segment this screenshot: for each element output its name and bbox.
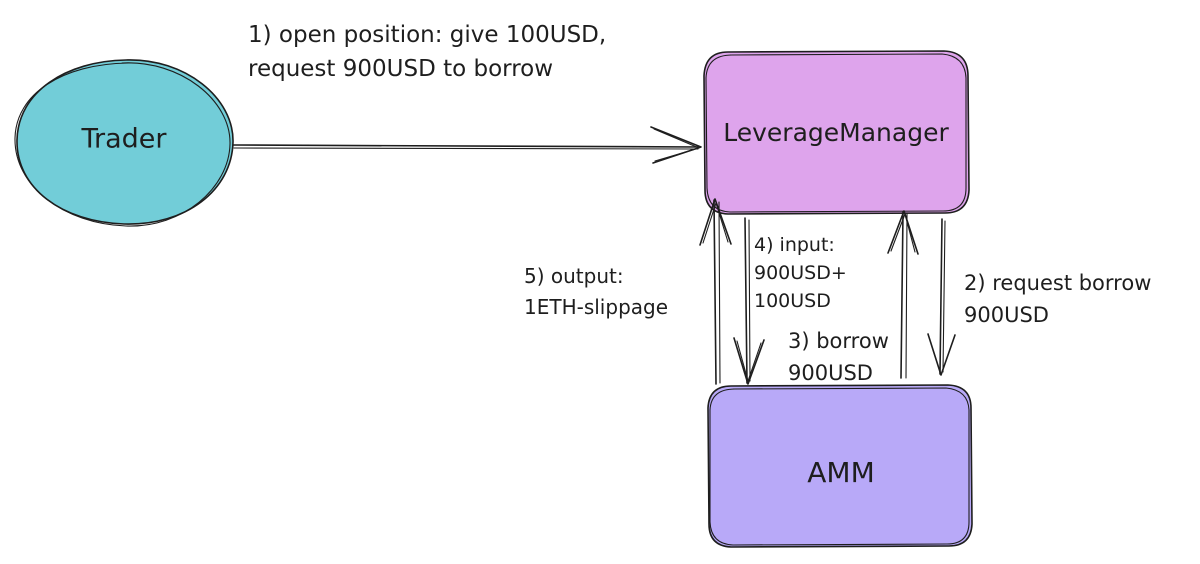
request-borrow-arrow-line-overstroke [942, 220, 946, 373]
input-arrowhead-overstroke [736, 340, 762, 382]
open-position-arrow-line [232, 144, 701, 148]
trader-ellipse [16, 59, 234, 225]
request-borrow-arrowhead [927, 333, 956, 376]
output-arrow-line [713, 199, 717, 385]
edge-borrow: 3) borrow 900USD [788, 210, 919, 385]
amm-box [707, 384, 973, 548]
amm-box-overstroke [709, 387, 970, 546]
leverage-manager-box-overstroke [705, 53, 967, 213]
open-position-arrowhead-overstroke [653, 128, 700, 162]
edge-open-position: 1) open position: give 100USD, request 9… [232, 22, 702, 164]
borrow-arrowhead [887, 210, 919, 255]
edge-input: 4) input: 900USD+ 100USD [733, 217, 847, 385]
node-amm: AMM [707, 384, 973, 548]
edge-request-borrow: 2) request borrow 900USD [927, 218, 1151, 376]
node-trader: Trader [14, 59, 234, 227]
input-label-line-3: 100USD [754, 290, 831, 312]
output-arrowhead [699, 198, 732, 246]
leverage-manager-label: LeverageManager [723, 118, 949, 147]
open-position-arrow-line-overstroke [233, 147, 699, 150]
input-arrow-line [744, 217, 748, 384]
borrow-arrowhead-overstroke [890, 213, 916, 253]
borrow-arrow-line-overstroke [905, 213, 908, 379]
input-arrowhead [733, 337, 765, 385]
borrow-arrow-line [900, 211, 904, 379]
input-label-line-2: 900USD+ [754, 262, 847, 284]
input-arrow-line-overstroke [748, 219, 751, 382]
output-label-line-1: 5) output: [524, 264, 624, 288]
leverage-manager-box [703, 50, 970, 215]
edge-output: 5) output: 1ETH-slippage [524, 198, 732, 385]
trader-ellipse-overstroke [14, 62, 231, 227]
request-borrow-arrow-line [939, 218, 943, 375]
open-position-label-line-1: 1) open position: give 100USD, [248, 22, 606, 48]
borrow-label-line-2: 900USD [788, 361, 873, 385]
trader-label: Trader [80, 124, 167, 155]
amm-label: AMM [807, 456, 874, 489]
request-borrow-label-line-1: 2) request borrow [964, 271, 1151, 295]
borrow-label-line-1: 3) borrow [788, 329, 889, 353]
input-label-line-1: 4) input: [754, 234, 835, 256]
output-arrowhead-overstroke [702, 202, 729, 244]
output-arrow-line-overstroke [718, 201, 721, 384]
request-borrow-label-line-2: 900USD [964, 303, 1049, 327]
output-label-line-2: 1ETH-slippage [524, 295, 668, 319]
open-position-label-line-2: request 900USD to borrow [248, 56, 553, 82]
open-position-arrowhead [650, 126, 702, 164]
node-leverage-manager: LeverageManager [703, 50, 970, 215]
